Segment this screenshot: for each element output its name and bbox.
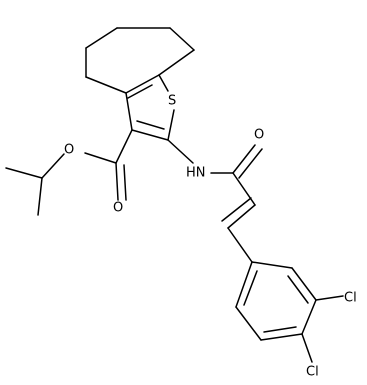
bond	[115, 162, 119, 201]
bond	[315, 295, 344, 301]
ester-carbonyl-oxygen-label: O	[113, 201, 123, 216]
acrylamide-linker	[167, 139, 263, 263]
chlorine-para-label: Cl	[306, 365, 319, 380]
bond	[260, 333, 303, 341]
bond	[84, 152, 117, 164]
sulfur-atom-label: S	[168, 94, 176, 109]
bond	[169, 27, 195, 51]
bond	[221, 197, 252, 222]
bond	[238, 148, 263, 179]
bond	[125, 74, 160, 94]
bond	[127, 84, 153, 99]
chlorine-meta-label: Cl	[344, 291, 357, 306]
bond	[131, 129, 169, 141]
bond	[41, 153, 65, 179]
isopropyl-ester-group	[5, 129, 133, 216]
cycloheptane-ring	[85, 27, 195, 94]
bond	[235, 306, 262, 341]
bond	[235, 261, 253, 308]
bond	[287, 275, 309, 304]
bond	[85, 76, 127, 94]
bond	[167, 139, 194, 164]
bond	[301, 299, 317, 335]
bond	[232, 172, 256, 206]
bond	[227, 227, 253, 263]
bond	[243, 270, 258, 306]
bond	[301, 333, 313, 363]
bond	[85, 27, 118, 49]
bond	[123, 164, 127, 201]
bond	[263, 326, 297, 333]
bond	[167, 109, 175, 141]
bond	[158, 74, 169, 92]
amide-oxygen-label: O	[254, 128, 264, 143]
bond	[125, 92, 133, 131]
ester-oxygen-label: O	[64, 143, 74, 158]
dichlorophenyl-ring	[235, 261, 344, 363]
bond	[115, 129, 133, 164]
bond	[136, 120, 165, 130]
bond	[251, 261, 293, 269]
bond	[232, 144, 256, 174]
bond	[5, 167, 43, 179]
bond	[227, 204, 256, 229]
bond	[158, 49, 195, 76]
bond	[291, 267, 317, 301]
amide-nitrogen-label: HN	[186, 166, 206, 181]
bond	[37, 177, 43, 216]
thiophene-ring	[125, 74, 175, 141]
